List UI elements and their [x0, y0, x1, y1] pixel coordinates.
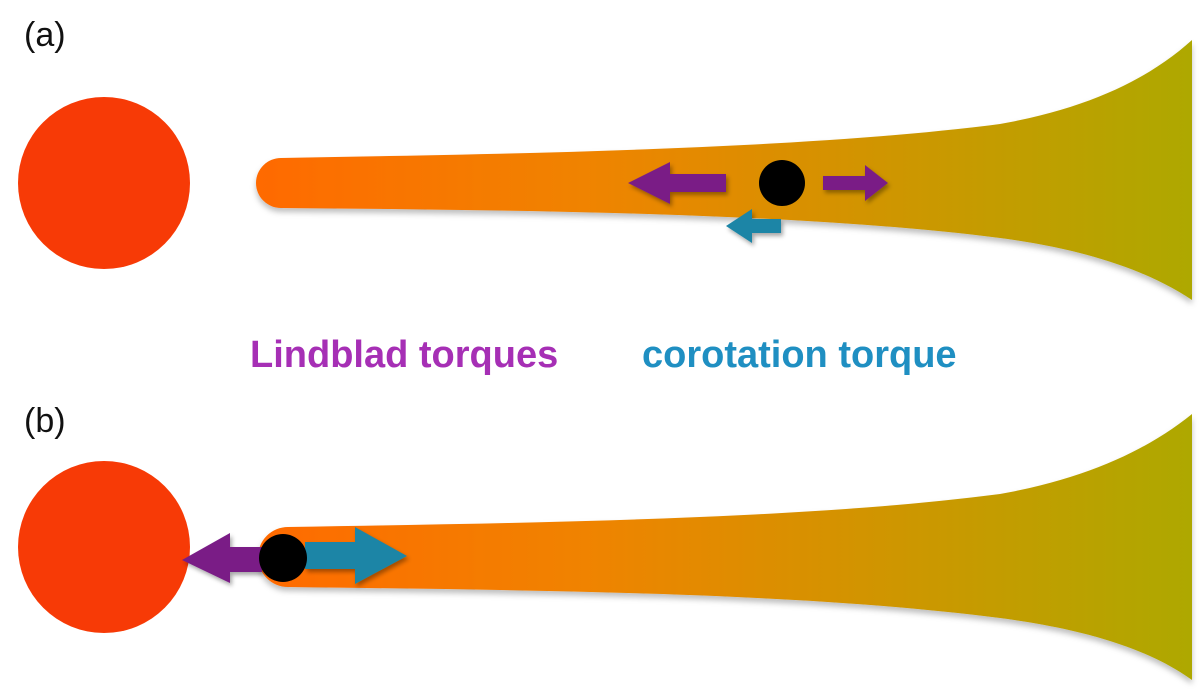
panel-a: (a) [18, 16, 1192, 300]
lindblad-arrow-inward-a [628, 162, 726, 204]
corotation-arrow-inward-a [726, 209, 781, 243]
lindblad-arrow-inward-b [182, 533, 262, 583]
panel-b: (b) [18, 402, 1192, 680]
lindblad-arrow-outward-a [823, 165, 888, 201]
planet-b [259, 534, 307, 582]
panel-b-label: (b) [24, 402, 66, 440]
disk-a [256, 40, 1192, 300]
star-a [18, 97, 190, 269]
planet-a [759, 160, 805, 206]
corotation-arrow-outward-b [305, 527, 407, 584]
star-b [18, 461, 190, 633]
disk-b [258, 414, 1192, 680]
panel-a-label: (a) [24, 16, 66, 54]
legend: Lindblad torques corotation torque [250, 334, 957, 376]
legend-lindblad-torques: Lindblad torques [250, 334, 558, 376]
legend-corotation-torque: corotation torque [642, 334, 957, 376]
